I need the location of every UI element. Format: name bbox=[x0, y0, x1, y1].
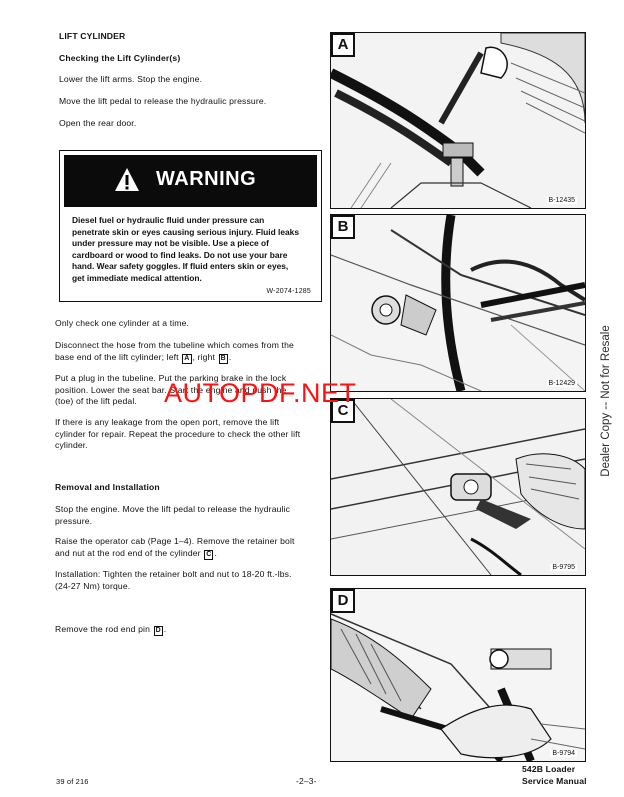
removal-step-2: Raise the operator cab (Page 1–4). Remov… bbox=[55, 536, 295, 560]
text-line: pressure. bbox=[55, 515, 93, 526]
warning-box: WARNING Diesel fuel or hydraulic fluid u… bbox=[59, 150, 322, 302]
warning-line: get immediate medical attention. bbox=[72, 272, 202, 283]
step-leakage: If there is any leakage from the open po… bbox=[55, 417, 300, 452]
figure-ref-c: C bbox=[204, 549, 214, 560]
figure-d-label: D bbox=[331, 589, 355, 613]
warning-line: penetrate skin or eyes causing serious i… bbox=[72, 226, 299, 237]
step-disconnect-hose: Disconnect the hose from the tubeline wh… bbox=[55, 340, 294, 364]
text-span: and nut at the rod end of the cylinder bbox=[55, 547, 201, 558]
footer-model: 542B Loader bbox=[522, 764, 576, 774]
figure-a-illustration bbox=[331, 33, 585, 208]
section-title: LIFT CYLINDER bbox=[59, 31, 126, 41]
text-line: Stop the engine. Move the lift pedal to … bbox=[55, 504, 291, 514]
text-span: . bbox=[228, 351, 232, 362]
text-line: Installation: Tighten the retainer bolt … bbox=[55, 569, 292, 579]
figure-a: A B-12435 bbox=[330, 32, 586, 209]
figure-d-illustration bbox=[331, 589, 585, 761]
figure-b-code: B-12429 bbox=[546, 380, 577, 387]
page-count: 39 of 216 bbox=[56, 777, 89, 786]
warning-line: hand. Wear safety goggles. If fluid ente… bbox=[72, 261, 289, 272]
text-line: position. Lower the seat bar. Start the … bbox=[55, 384, 287, 395]
checking-step-2: Move the lift pedal to release the hydra… bbox=[59, 96, 267, 106]
text-span: Remove the rod end pin bbox=[55, 624, 151, 634]
warning-code: W-2074-1285 bbox=[266, 288, 311, 295]
text-line: (24-27 Nm) torque. bbox=[55, 580, 131, 591]
removal-step-rod-pin: Remove the rod end pin D. bbox=[55, 624, 166, 636]
figure-ref-a: A bbox=[182, 353, 192, 364]
warning-title: WARNING bbox=[156, 168, 257, 190]
figure-c: C B-9795 bbox=[330, 398, 586, 576]
text-line: (toe) of the lift pedal. bbox=[55, 396, 137, 406]
checking-step-1: Lower the lift arms. Stop the engine. bbox=[59, 74, 203, 84]
figure-d-code: B-9794 bbox=[550, 750, 577, 757]
warning-triangle-icon bbox=[115, 168, 139, 191]
warning-line: under pressure may not be visible. Use a… bbox=[72, 238, 269, 249]
text-line: Disconnect the hose from the tubeline wh… bbox=[55, 340, 294, 350]
removal-heading: Removal and Installation bbox=[55, 482, 160, 492]
side-disclaimer-text: Dealer Copy -- Not for Resale bbox=[600, 324, 612, 477]
figure-ref-b: B bbox=[218, 353, 228, 364]
checking-heading: Checking the Lift Cylinder(s) bbox=[59, 53, 181, 63]
figure-ref-d: D bbox=[153, 626, 163, 636]
step-one-cylinder: Only check one cylinder at a time. bbox=[55, 318, 190, 328]
figure-c-illustration bbox=[331, 399, 585, 575]
figure-b-illustration bbox=[331, 215, 585, 391]
figure-c-label: C bbox=[331, 399, 355, 423]
warning-header: WARNING bbox=[64, 155, 317, 207]
footer-manual: Service Manual bbox=[522, 776, 587, 786]
watermark: AUTOPDF.NET bbox=[164, 378, 357, 408]
figure-a-label: A bbox=[331, 33, 355, 57]
step-plug-tubeline: Put a plug in the tubeline. Put the park… bbox=[55, 373, 287, 408]
text-line: base end of the lift cylinder; left A, r… bbox=[55, 352, 294, 364]
side-disclaimer: Dealer Copy -- Not for Resale bbox=[596, 318, 616, 483]
removal-installation: Installation: Tighten the retainer bolt … bbox=[55, 569, 292, 592]
figure-b-label: B bbox=[331, 215, 355, 239]
removal-step-1: Stop the engine. Move the lift pedal to … bbox=[55, 504, 290, 527]
warning-line: Diesel fuel or hydraulic fluid under pre… bbox=[72, 215, 265, 225]
text-span: base end of the lift cylinder; left bbox=[55, 351, 179, 362]
text-line: Raise the operator cab (Page 1–4). Remov… bbox=[55, 536, 295, 546]
text-span: . bbox=[163, 624, 167, 634]
text-line: If there is any leakage from the open po… bbox=[55, 417, 280, 427]
text-span: . bbox=[214, 547, 217, 558]
figure-c-code: B-9795 bbox=[550, 564, 577, 571]
text-line: and nut at the rod end of the cylinder C… bbox=[55, 548, 295, 560]
text-line: cylinder. bbox=[55, 440, 88, 450]
text-line: Put a plug in the tubeline. Put the park… bbox=[55, 373, 287, 383]
checking-step-3: Open the rear door. bbox=[59, 118, 137, 128]
text-span: , right bbox=[192, 351, 216, 362]
figure-d: D B-9794 bbox=[330, 588, 586, 762]
warning-line: cardboard or wood to find leaks. Do not … bbox=[72, 249, 288, 260]
text-line: cylinder for repair. Repeat the procedur… bbox=[55, 428, 301, 439]
warning-text: Diesel fuel or hydraulic fluid under pre… bbox=[72, 215, 309, 285]
figure-b: B B-12429 bbox=[330, 214, 586, 392]
page-number: -2–3- bbox=[296, 776, 317, 786]
figure-a-code: B-12435 bbox=[546, 197, 577, 204]
